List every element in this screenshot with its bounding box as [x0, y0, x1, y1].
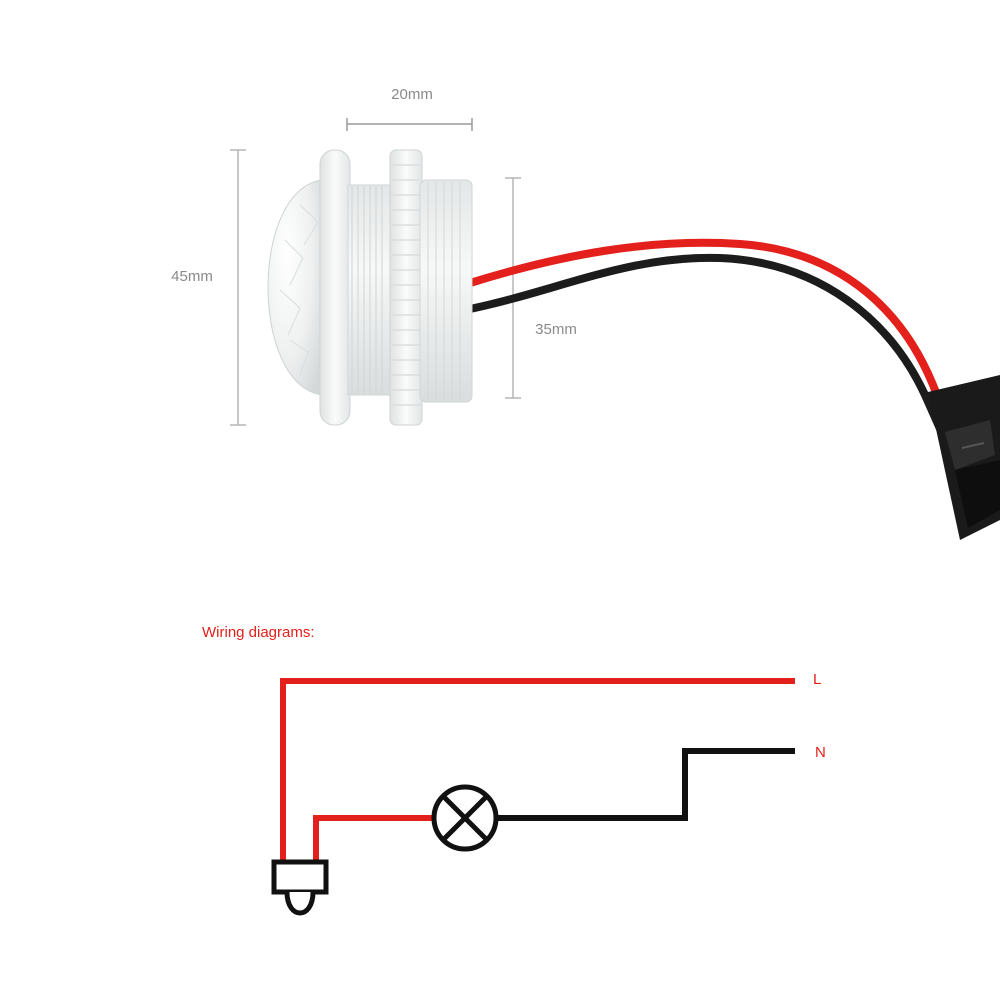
neutral-label: N: [815, 744, 826, 761]
outer-diameter-label: 45mm: [171, 268, 213, 285]
wiring-diagram: Wiring diagrams: L N: [202, 624, 826, 916]
front-flange: [319, 149, 351, 426]
dimension-thread-diameter: 35mm: [505, 177, 577, 399]
neutral-wire: [466, 253, 949, 444]
dimension-depth: 20mm: [346, 86, 473, 131]
live-line: [280, 678, 795, 862]
fresnel-dome-lens: [267, 179, 323, 396]
sensor-product-illustration: 20mm 45mm 35mm: [171, 86, 1000, 540]
threaded-body-rear: [419, 179, 473, 403]
live-wire: [466, 238, 954, 434]
threaded-body-front: [347, 184, 391, 396]
lamp-icon: [431, 784, 499, 852]
pir-sensor-icon: [271, 859, 329, 916]
wire-connector: [928, 375, 1000, 540]
live-label: L: [813, 671, 821, 688]
neutral-line: [496, 748, 795, 821]
depth-label: 20mm: [391, 86, 433, 103]
thread-diameter-label: 35mm: [535, 321, 577, 338]
sensor-wires: [466, 238, 1000, 540]
wiring-title: Wiring diagrams:: [202, 624, 315, 641]
fresnel-facets: [279, 204, 319, 376]
locking-nut: [389, 149, 423, 426]
dimension-outer-diameter: 45mm: [171, 149, 246, 426]
live-to-lamp-line: [313, 815, 433, 862]
